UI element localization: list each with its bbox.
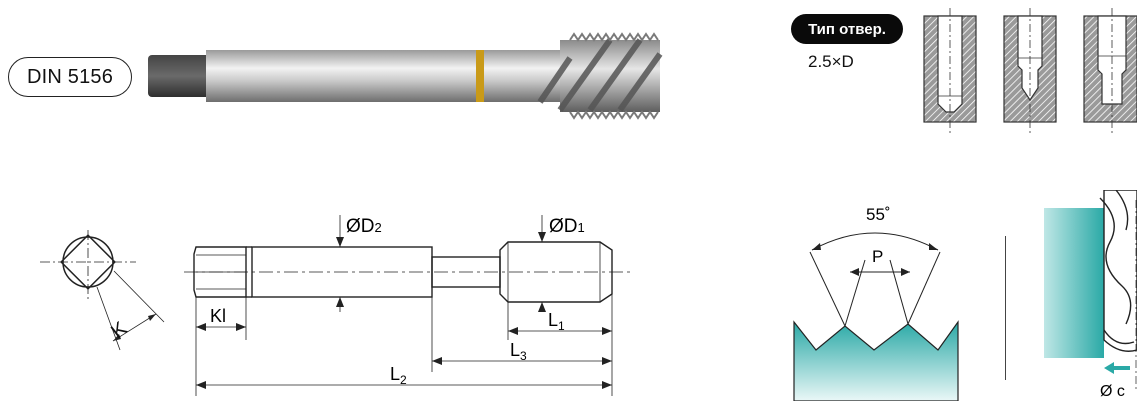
thread-teeth — [793, 320, 959, 401]
dim-d2-label: ØD2 — [346, 216, 382, 237]
hole-type-diagrams — [923, 8, 1137, 136]
tap-dimension-drawing: ØD2 ØD1 Kl L1 L3 L2 — [184, 215, 630, 396]
dim-l2-label: L2 — [390, 364, 407, 387]
hole-wall — [1044, 208, 1104, 358]
hole-section-2 — [1003, 8, 1057, 136]
standard-badge: DIN 5156 — [8, 57, 132, 97]
hole-diameter-label: Ø c — [1100, 383, 1125, 400]
hole-detail: Ø c — [1044, 190, 1137, 400]
hole-type-badge: Тип отвер. — [791, 14, 903, 44]
square-end-view: K — [40, 230, 165, 351]
thread-profile: 55˚ P — [793, 205, 959, 401]
shank-circle — [62, 236, 114, 288]
section-divider — [1005, 236, 1006, 380]
tap-square-end — [148, 55, 210, 97]
dim-l1-label: L1 — [548, 310, 565, 333]
dim-l3-label: L3 — [510, 340, 527, 363]
hole-section-1 — [923, 8, 977, 136]
tap-shank — [206, 50, 476, 102]
standard-label: DIN 5156 — [26, 65, 114, 88]
hole-section-3 — [1083, 8, 1137, 136]
tap-photo — [148, 32, 663, 120]
dim-kl-label: Kl — [210, 306, 226, 326]
dim-k-label: K — [107, 317, 132, 343]
direction-arrow — [1104, 362, 1130, 374]
hole-type-label: Тип отвер. — [808, 20, 886, 38]
thread-pitch-label: P — [872, 247, 883, 266]
square-outline — [60, 234, 116, 290]
tap-yellow-ring — [476, 50, 484, 102]
dim-d1-label: ØD1 — [549, 216, 585, 237]
thread-angle-label: 55˚ — [866, 205, 891, 224]
hole-depth-value: 2.5×D — [808, 52, 854, 71]
